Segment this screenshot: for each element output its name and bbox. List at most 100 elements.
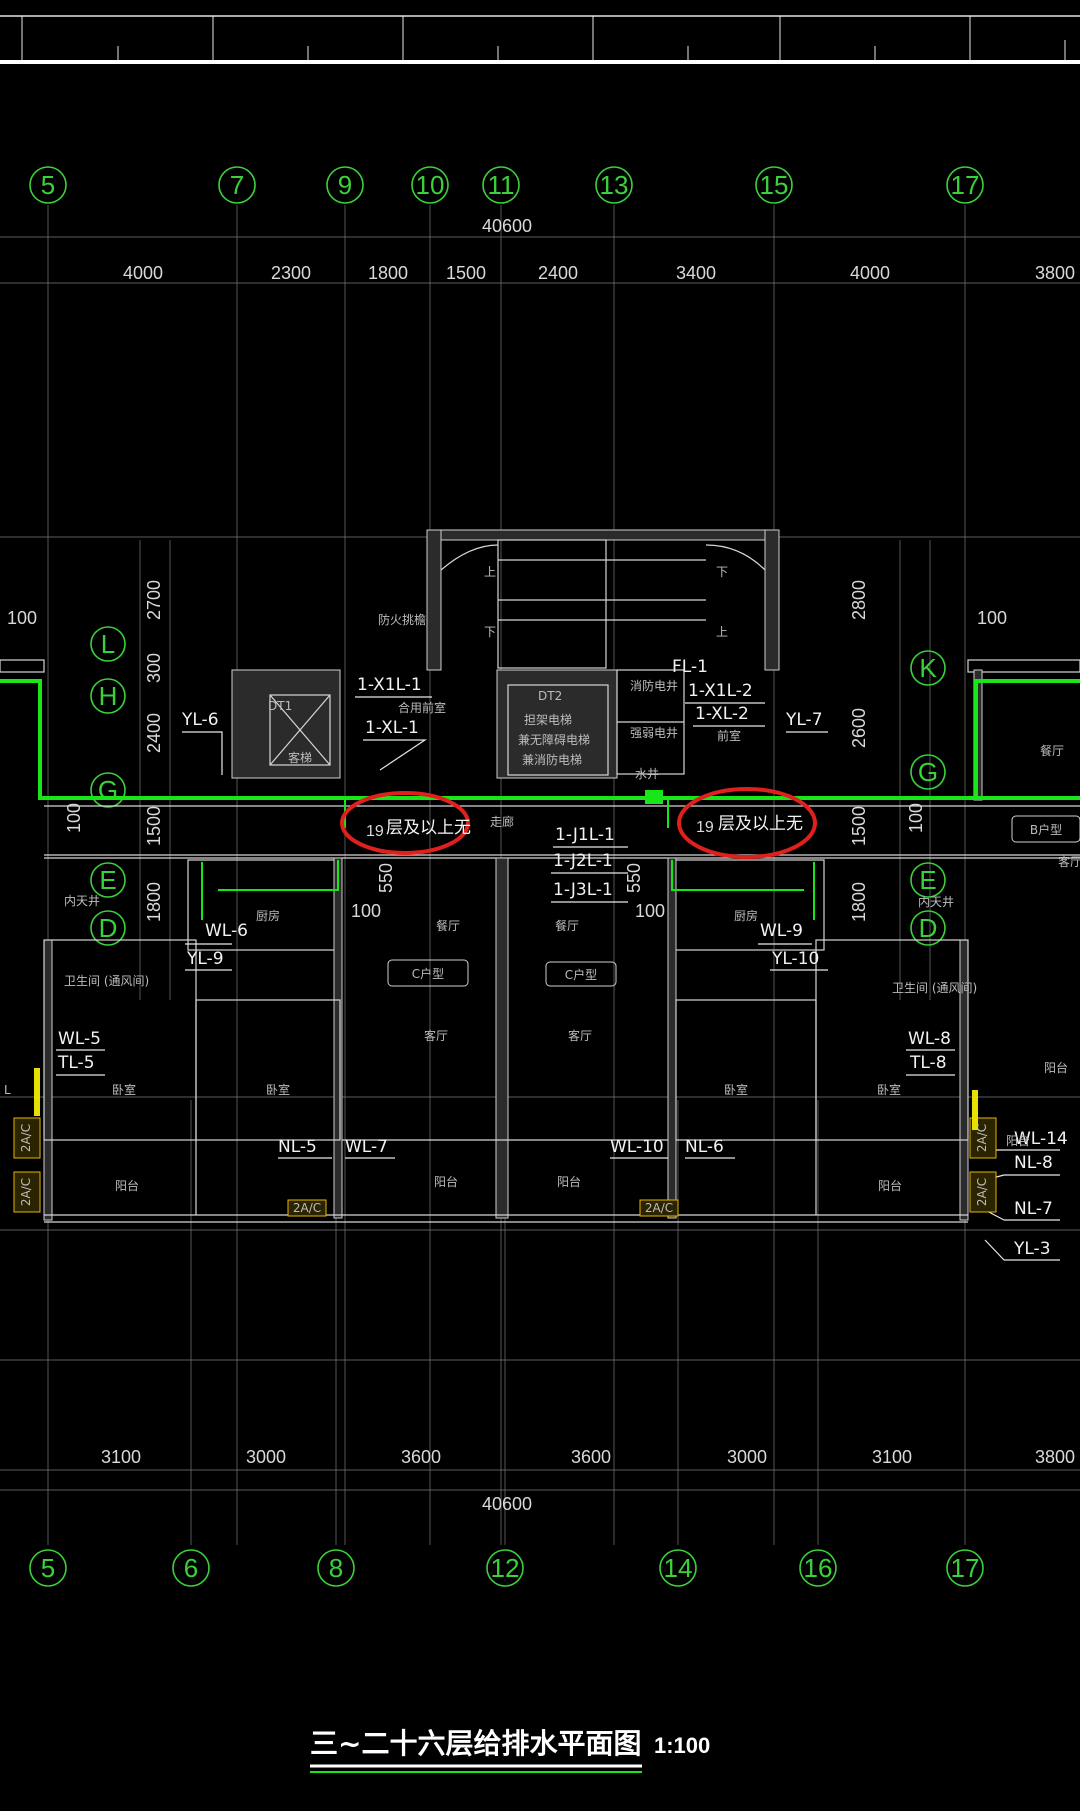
axis-bubble: 11: [488, 170, 515, 200]
dim-right-v: 1800: [849, 882, 869, 922]
axis-bubble: G: [98, 775, 118, 805]
pipe-label: FL-1: [672, 657, 708, 677]
ac-units: 2A/C 2A/C 2A/C 2A/C 2A/C 2A/C: [13, 1068, 997, 1217]
room-label: 餐厅: [555, 918, 579, 933]
water-supply-pipes: [0, 679, 1080, 920]
ac-label: 2A/C: [975, 1124, 989, 1152]
axis-bubble: E: [919, 865, 936, 895]
room-label: 阳台: [878, 1178, 902, 1193]
dim-bottom-seg: 3100: [101, 1447, 141, 1467]
dim-bottom-total: 40600: [482, 1494, 532, 1514]
room-label: 阳台: [115, 1178, 139, 1193]
room-label: 阳台: [557, 1174, 581, 1189]
axis-bubble: H: [99, 681, 118, 711]
dim-bottom-seg: 3800: [1035, 1447, 1075, 1467]
note-floor-num: 19: [696, 819, 714, 836]
dim-left-v: 1500: [144, 806, 164, 846]
dim-right-v: 1500: [849, 806, 869, 846]
unit-tag: C户型: [565, 967, 597, 982]
building-walls: [0, 529, 1080, 1223]
room-label: 兼消防电梯: [522, 752, 582, 767]
room-label: 消防电井: [630, 678, 678, 693]
axis-bubble: 15: [760, 170, 789, 200]
red-annotations: 19 层及以上无 19 层及以上无: [340, 787, 817, 859]
unit-tag: C户型: [412, 966, 444, 981]
pipe-labels: YL-6 YL-7 1-X1L-1 1-XL-1 1-X1L-2 1-XL-2 …: [56, 657, 1068, 1261]
dim-right-v: 100: [906, 803, 926, 833]
pipe-label: TL-5: [57, 1053, 95, 1073]
unit-tags: C户型 C户型 B户型: [387, 815, 1080, 987]
ac-label: 2A/C: [975, 1178, 989, 1206]
pipe-label: TL-8: [909, 1053, 947, 1073]
room-label: 卧室: [266, 1082, 290, 1097]
axis-bubble: G: [918, 757, 938, 787]
pipe-label: 1-X1L-2: [688, 681, 753, 701]
dim-top-seg: 3400: [676, 263, 716, 283]
pipe-label: NL-5: [278, 1137, 317, 1157]
room-label: 内天井: [918, 895, 954, 909]
axis-bubble: 9: [338, 170, 352, 200]
room-label: DT2: [538, 689, 562, 703]
room-label: 厨房: [256, 908, 280, 923]
axis-bubble: 13: [600, 170, 629, 200]
room-label: 水井: [635, 767, 659, 781]
pipe-label: NL-6: [685, 1137, 724, 1157]
pipe-label: YL-6: [181, 710, 219, 730]
dim-top-seg: 2300: [271, 263, 311, 283]
dim-misc: 550: [376, 863, 396, 893]
room-label: 阳台: [434, 1174, 458, 1189]
room-label: 客厅: [424, 1028, 448, 1043]
dim-left-v: 300: [144, 653, 164, 683]
side-axis-bubbles: L H G E D K G E D: [90, 626, 946, 946]
room-label: 下: [716, 565, 728, 579]
pipe-label: WL-6: [205, 921, 248, 941]
pipe-label: WL-5: [58, 1029, 101, 1049]
dim-misc: 100: [351, 901, 381, 921]
dim-top-seg: 4000: [123, 263, 163, 283]
pipe-label: YL-10: [771, 949, 819, 969]
dim-top-seg: 2400: [538, 263, 578, 283]
axis-bubble: L: [101, 629, 115, 659]
room-label: 卫生间 (通风间): [64, 974, 149, 988]
top-axis-bubbles: 5 7 9 10 11 13 15 17: [29, 166, 984, 204]
room-label: 下: [484, 625, 496, 639]
axis-bubble: D: [919, 913, 938, 943]
room-label: 强弱电井: [630, 726, 678, 740]
axis-bubble: K: [919, 653, 937, 683]
axis-bubble: 10: [416, 170, 445, 200]
room-label: 客厅: [1058, 854, 1080, 869]
dim-top-total: 40600: [482, 216, 532, 236]
dim-misc: 550: [624, 863, 644, 893]
dim-right-v: 2600: [849, 708, 869, 748]
dim-misc: 100: [635, 901, 665, 921]
bottom-axis-bubbles: 5 6 8 12 14 16 17: [29, 1549, 984, 1587]
dim-misc: 100: [977, 608, 1007, 628]
room-label: 走廊: [490, 814, 514, 829]
pipe-label: 1-X1L-1: [357, 675, 422, 695]
pipe-label: NL-8: [1014, 1153, 1053, 1173]
axis-bubble: D: [99, 913, 118, 943]
pipe-label: WL-7: [345, 1137, 388, 1157]
pipe-label: 1-XL-2: [695, 704, 749, 724]
room-label: 卧室: [724, 1082, 748, 1097]
dim-bottom-seg: 3600: [401, 1447, 441, 1467]
axis-bubble: 7: [230, 170, 244, 200]
dim-bottom-seg: 3000: [727, 1447, 767, 1467]
red-circle-right: [677, 787, 817, 859]
pipe-label: 1-J1L-1: [555, 825, 615, 845]
drawing-title: 三~二十六层给排水平面图: [310, 1727, 641, 1760]
room-label: 卧室: [877, 1082, 901, 1097]
bottom-dimensions: 3100 3000 3600 3600 3000 3100 3800 40600: [101, 1447, 1075, 1514]
room-label: 餐厅: [1040, 743, 1064, 758]
pipe-label: 1-XL-1: [365, 718, 419, 738]
dim-bottom-seg: 3600: [571, 1447, 611, 1467]
axis-bubble: 8: [329, 1553, 343, 1583]
dim-top-seg: 3800: [1035, 263, 1075, 283]
unit-tag: B户型: [1030, 822, 1062, 837]
room-label: 阳台: [1044, 1060, 1068, 1075]
pipe-label: WL-8: [908, 1029, 951, 1049]
note-floor-num: 19: [366, 823, 384, 840]
dim-left-v: 100: [64, 803, 84, 833]
drawing-scale: 1:100: [654, 1733, 710, 1758]
